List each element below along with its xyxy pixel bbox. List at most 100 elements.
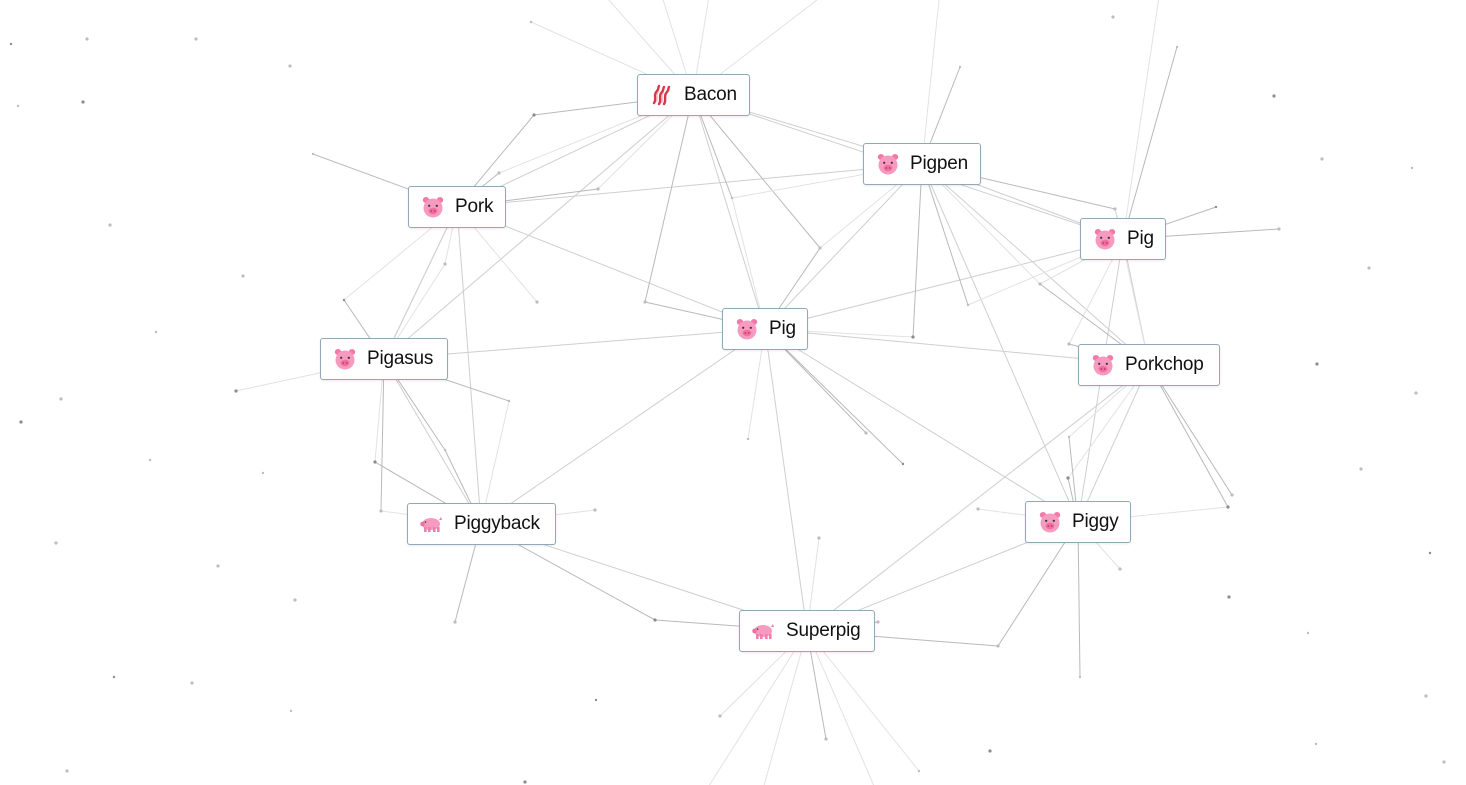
particle-dot xyxy=(148,458,152,462)
particle-dot xyxy=(289,709,293,713)
particle-dot xyxy=(911,335,915,339)
particle-dot xyxy=(824,737,828,741)
particle-dot xyxy=(1320,157,1324,161)
particle-dot xyxy=(1214,205,1218,209)
element-bacon[interactable]: Bacon xyxy=(637,74,750,116)
element-label: Bacon xyxy=(684,84,737,105)
particle-dot xyxy=(596,187,600,191)
element-superpig[interactable]: Superpig xyxy=(739,610,875,652)
pig-face-icon xyxy=(1091,353,1115,377)
particle-dot xyxy=(1175,45,1179,49)
element-label: Pigpen xyxy=(910,153,968,174)
particle-dot xyxy=(593,508,597,512)
particle-dot xyxy=(16,104,20,108)
element-piggyback[interactable]: Piggyback xyxy=(407,503,556,545)
pig-face-icon xyxy=(735,317,759,341)
particle-dot xyxy=(311,152,315,156)
pig-face-icon xyxy=(1093,227,1117,251)
particle-dot xyxy=(1111,15,1115,19)
particle-dot xyxy=(19,420,23,424)
element-label: Pork xyxy=(455,196,494,217)
particle-dot xyxy=(497,171,501,175)
particle-dot xyxy=(342,298,346,302)
particle-dot xyxy=(1306,631,1310,635)
pig-face-icon xyxy=(876,152,900,176)
connection-line xyxy=(731,197,766,330)
particle-dot xyxy=(1277,227,1281,231)
particle-dot xyxy=(1230,493,1234,497)
connection-line xyxy=(380,358,385,512)
particle-dot xyxy=(112,675,116,679)
connection-line xyxy=(1122,46,1178,240)
particle-dot xyxy=(443,262,447,266)
connection-lines xyxy=(235,0,1280,785)
connection-line xyxy=(692,94,766,330)
element-pig-center[interactable]: Pig xyxy=(722,308,808,350)
element-piggy[interactable]: Piggy xyxy=(1025,501,1131,543)
particle-dot xyxy=(1314,742,1318,746)
particle-dot xyxy=(234,389,238,393)
particle-dot xyxy=(746,437,750,441)
particle-dot xyxy=(876,620,880,624)
connection-line xyxy=(921,163,969,306)
connection-line xyxy=(912,163,923,338)
particle-dot xyxy=(535,300,539,304)
element-pork[interactable]: Pork xyxy=(408,186,506,228)
particle-dot xyxy=(718,714,722,718)
element-pigasus[interactable]: Pigasus xyxy=(320,338,448,380)
connection-line xyxy=(764,238,1124,330)
pig-face-icon xyxy=(421,195,445,219)
connection-line xyxy=(806,630,875,785)
bacon-icon xyxy=(650,83,674,107)
particle-dot xyxy=(917,769,921,773)
connection-line xyxy=(383,358,482,525)
connection-line xyxy=(764,328,808,632)
element-label: Piggy xyxy=(1072,511,1119,532)
pig-body-icon xyxy=(752,619,776,643)
particle-dot xyxy=(1227,595,1231,599)
particle-dot xyxy=(1226,505,1230,509)
particle-dot xyxy=(1414,391,1418,395)
particle-dot xyxy=(1078,675,1082,679)
particle-dot xyxy=(653,618,657,622)
element-pigpen[interactable]: Pigpen xyxy=(863,143,981,185)
particle-dot xyxy=(1428,551,1432,555)
element-label: Pig xyxy=(1127,228,1154,249)
connection-line xyxy=(764,163,923,330)
particle-dot xyxy=(288,64,292,68)
particle-dot xyxy=(594,698,598,702)
particle-dot xyxy=(1359,467,1363,471)
particle-dot xyxy=(529,20,533,24)
connection-line xyxy=(1122,0,1160,240)
particle-dot xyxy=(81,100,85,104)
element-label: Superpig xyxy=(786,620,861,641)
particle-dot xyxy=(379,509,383,513)
particle-dot xyxy=(976,507,980,511)
connection-line xyxy=(763,630,808,785)
particle-dot xyxy=(1410,166,1414,170)
particle-dot xyxy=(1038,282,1042,286)
particle-dot xyxy=(958,65,962,69)
particle-dot xyxy=(1367,266,1371,270)
particle-dot xyxy=(864,431,868,435)
particle-dot xyxy=(901,462,905,466)
connection-line xyxy=(921,163,1079,523)
particle-dot xyxy=(1113,207,1117,211)
element-label: Porkchop xyxy=(1125,354,1204,375)
element-porkchop[interactable]: Porkchop xyxy=(1078,344,1220,386)
particle-dot xyxy=(65,769,69,773)
connection-line xyxy=(456,206,766,330)
connection-line xyxy=(692,94,821,249)
connection-line xyxy=(383,94,694,360)
particle-dot xyxy=(54,541,58,545)
particle-dot xyxy=(818,246,822,250)
particle-dot xyxy=(643,300,647,304)
element-pig-right[interactable]: Pig xyxy=(1080,218,1166,260)
pig-body-icon xyxy=(420,512,444,536)
element-label: Pigasus xyxy=(367,348,434,369)
particle-dot xyxy=(293,598,297,602)
connection-line xyxy=(764,328,1079,523)
pig-face-icon xyxy=(1038,510,1062,534)
connection-line xyxy=(456,163,923,208)
